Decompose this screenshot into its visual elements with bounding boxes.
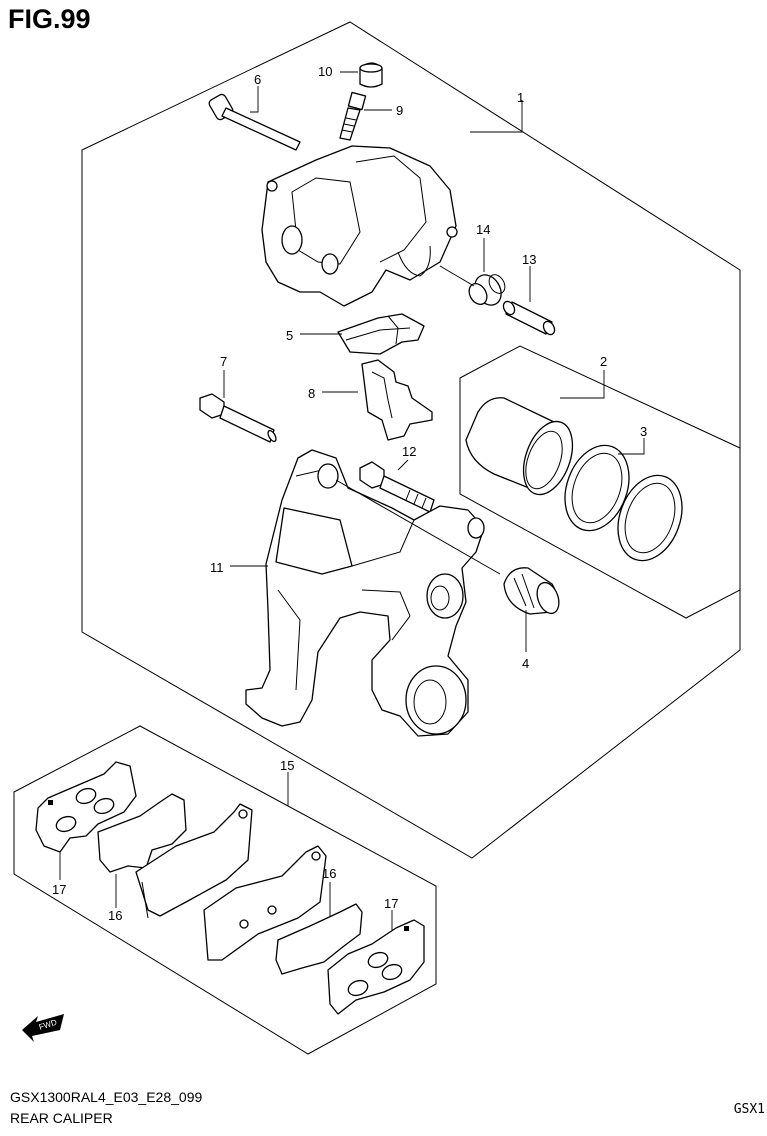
exploded-parts-diagram: FWD 1 2 3 4 5 6 7 8 9 10 11 12 13 14 15 … bbox=[13, 21, 741, 1055]
callout-15: 15 bbox=[280, 758, 294, 773]
diagram-name: REAR CALIPER bbox=[10, 1110, 113, 1126]
leader-lines bbox=[59, 71, 645, 930]
part-16-shim-right[interactable] bbox=[275, 903, 363, 975]
part-16-shim-left[interactable] bbox=[97, 793, 187, 873]
part-17-shim-right[interactable] bbox=[327, 919, 425, 1015]
axis-line bbox=[439, 265, 475, 287]
brake-pad-left[interactable] bbox=[135, 803, 253, 919]
part-8-pad-retainer[interactable] bbox=[361, 359, 433, 441]
callout-2: 2 bbox=[600, 354, 607, 369]
callout-12: 12 bbox=[402, 444, 416, 459]
part-6-caliper-pin[interactable] bbox=[208, 93, 301, 151]
callout-4: 4 bbox=[522, 656, 529, 671]
forward-arrow-icon: FWD bbox=[22, 1014, 64, 1042]
caliper-body[interactable] bbox=[261, 145, 458, 307]
callout-16-left: 16 bbox=[108, 908, 122, 923]
part-5-pad-spring[interactable] bbox=[337, 313, 425, 355]
callout-5: 5 bbox=[286, 328, 293, 343]
part-12-bolt[interactable] bbox=[359, 461, 435, 513]
part-4-boot[interactable] bbox=[503, 567, 563, 617]
callout-13: 13 bbox=[522, 252, 536, 267]
axis-line bbox=[335, 479, 501, 575]
callout-7: 7 bbox=[220, 354, 227, 369]
model-label: GSX1 bbox=[733, 1102, 765, 1117]
figure-title: FIG.99 bbox=[8, 4, 91, 34]
caliper-assembly-boundary bbox=[81, 21, 741, 859]
brake-pad-right[interactable] bbox=[203, 845, 327, 961]
pad-set-boundary bbox=[13, 725, 437, 1055]
callout-14: 14 bbox=[476, 222, 490, 237]
diagram-code: GSX1300RAL4_E03_E28_099 bbox=[10, 1089, 203, 1105]
callout-17-right: 17 bbox=[384, 896, 398, 911]
piston-set-boundary bbox=[459, 345, 741, 619]
callout-6: 6 bbox=[254, 72, 261, 87]
part-3-piston-seals[interactable] bbox=[554, 436, 693, 569]
part-10-bleeder-cap[interactable] bbox=[359, 62, 383, 88]
part-7-mounting-bolt[interactable] bbox=[199, 393, 278, 443]
callout-17-left: 17 bbox=[52, 882, 66, 897]
callout-9: 9 bbox=[396, 103, 403, 118]
part-11-caliper-bracket[interactable] bbox=[245, 449, 485, 737]
part-14-boot[interactable] bbox=[466, 270, 508, 310]
part-13-slide-pin[interactable] bbox=[501, 299, 557, 336]
piston[interactable] bbox=[465, 397, 582, 501]
callout-10: 10 bbox=[318, 64, 332, 79]
callout-1: 1 bbox=[517, 90, 524, 105]
part-9-bleeder-valve[interactable] bbox=[339, 91, 367, 141]
callout-8: 8 bbox=[308, 386, 315, 401]
callout-11: 11 bbox=[210, 560, 224, 575]
part-17-shim-left[interactable] bbox=[35, 761, 137, 853]
callout-16-right: 16 bbox=[322, 866, 336, 881]
callout-3: 3 bbox=[640, 424, 647, 439]
